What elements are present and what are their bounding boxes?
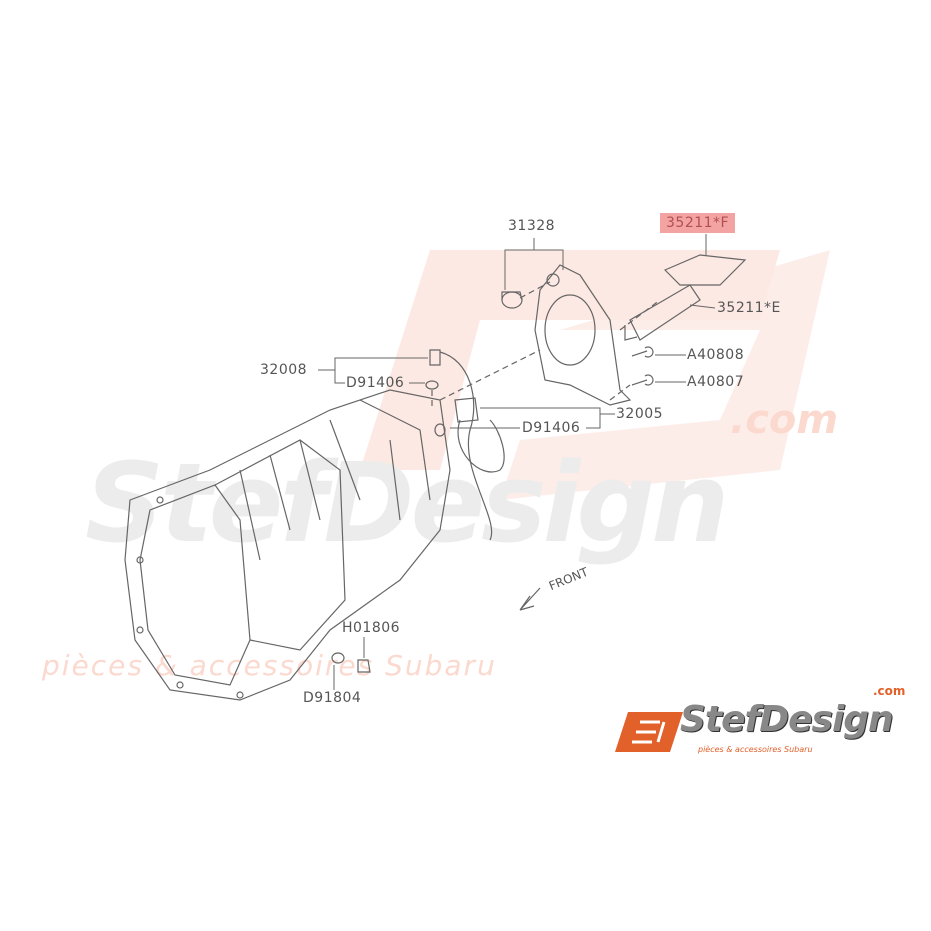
callout-35211-e[interactable]: 35211*E [717,300,781,316]
callout-31328[interactable]: 31328 [508,218,556,234]
logo-domain: .com [873,684,906,698]
watermark-brand: StefDesign [85,439,729,567]
front-arrow-icon [519,587,541,611]
gasket-d91804 [331,652,345,664]
switch-32005 [454,397,479,423]
watermark-tagline: pièces & accessoires Subaru [42,649,497,682]
callout-32008[interactable]: 32008 [260,362,308,378]
plug-h01806 [357,659,371,673]
callout-h01806[interactable]: H01806 [342,620,401,636]
bolt-a40807 [631,374,654,386]
callout-32005[interactable]: 32005 [616,406,664,422]
callout-a40807[interactable]: A40807 [687,374,745,390]
shift-rod-e [624,284,701,341]
watermark-domain: .com [730,397,839,443]
callout-d91406-upper[interactable]: D91406 [346,375,405,391]
transmission-case [124,389,451,701]
callout-d91406-lower[interactable]: D91406 [522,420,581,436]
callout-d91804[interactable]: D91804 [303,690,362,706]
extension-housing [534,264,632,406]
bolt-a40808 [631,346,654,358]
switch-32008 [429,349,441,366]
logo-tagline: pièces & accessoires Subaru [698,745,813,754]
logo-brand: StefDesign [680,699,894,740]
callout-a40808[interactable]: A40808 [687,347,745,363]
shift-bracket-f [663,254,747,286]
callout-35211-f-highlighted[interactable]: 35211*F [660,213,736,233]
